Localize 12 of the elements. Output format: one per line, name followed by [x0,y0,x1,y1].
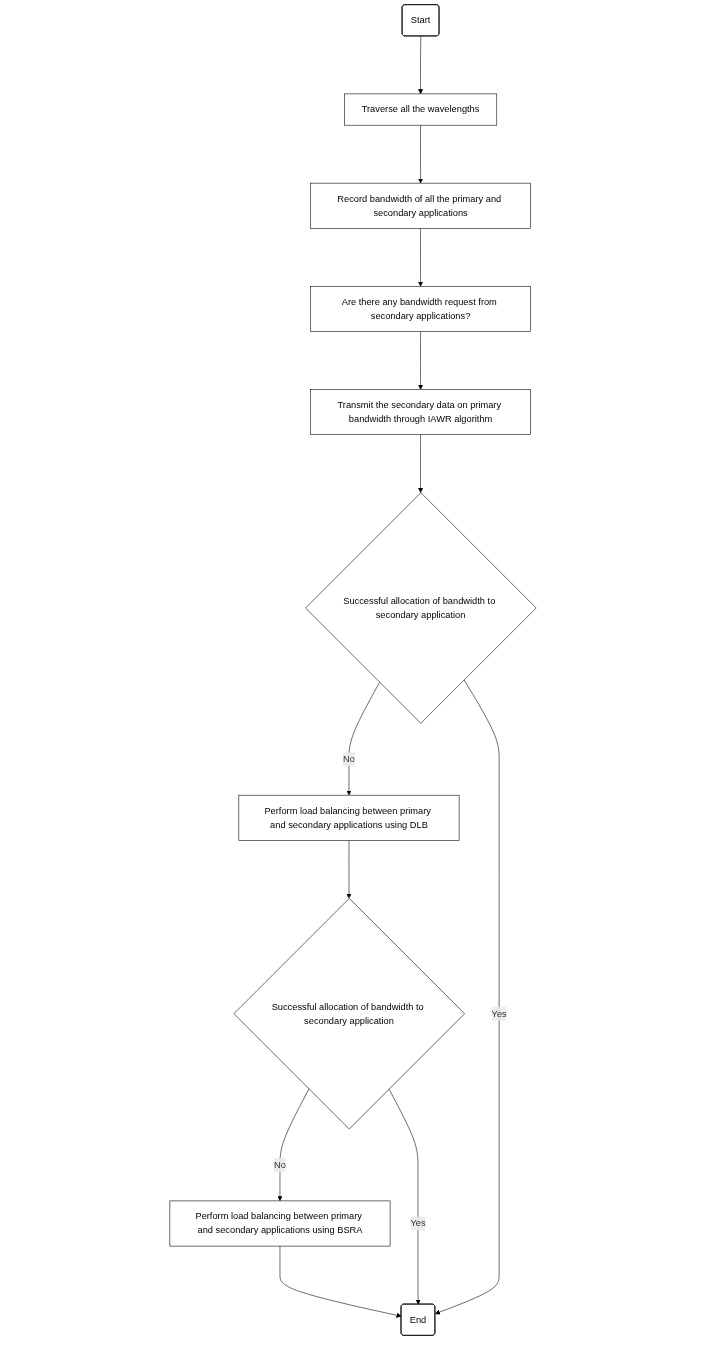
node-diamond: Successful allocation of bandwidth to secondary application [305,492,537,724]
edge-label: No [343,754,356,764]
node-box: Perform load balancing between primary and secondary applications using BSRA [170,1200,391,1247]
node-box: Transmit the secondary data on primary bandwidth through IAWR algorithm [310,389,532,435]
node-box: Traverse all the wavelengths [344,93,498,126]
node-diamond: Successful allocation of bandwidth to secondary application [234,898,466,1130]
edge-label: Yes [410,1218,426,1229]
node-box: Record bandwidth of all the primary and secondary applications [310,182,532,229]
node-box: Are there any bandwidth request from secondary applications? [310,286,532,332]
node-box: Perform load balancing between primary and secondary applications using DLB [239,794,460,841]
edge-label: Yes [492,1008,508,1019]
edge-label: No [274,1159,287,1170]
